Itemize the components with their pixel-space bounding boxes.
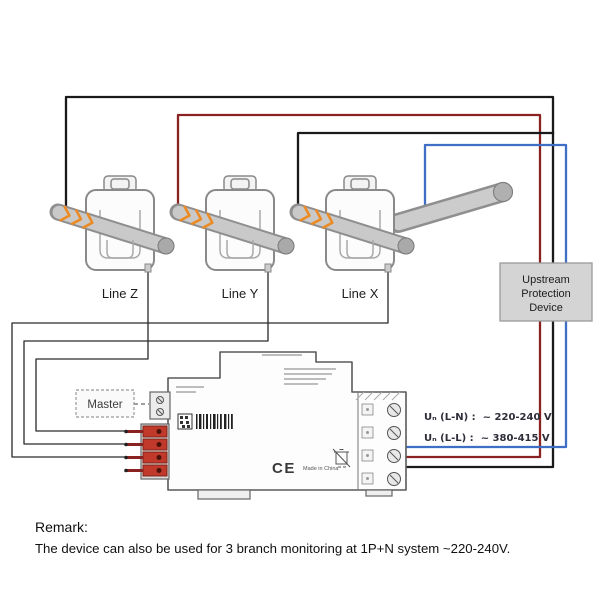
ct-pigtail-connector [264,263,272,273]
ct-label-line-x: Line X [342,286,379,301]
ct-terminal [142,425,168,438]
ct-front-slot [346,240,374,259]
master-label: Master [87,399,122,411]
secondary-wire-line-z [35,268,149,432]
ct-clamp-tab-inner [230,178,250,190]
voltage-terminal-block [361,403,401,486]
din-rail-clip [197,489,251,500]
ct-wire-stub-tips [124,429,128,473]
primary-wires [64,95,568,469]
voltage-annotations: Uₙ (L-N) :~ 220-240 V Uₙ (L-L) :~ 380-41… [420,409,552,444]
remark-text: The device can also be used for 3 branch… [35,541,510,556]
current-direction-arrows-icon [299,205,334,229]
current-direction-arrows-icon [179,205,214,229]
remark-title: Remark: [35,519,88,535]
weee-bin-icon [332,448,351,468]
made-in-china-label: Made in China [303,466,339,472]
ct-cable-cut-end [157,237,175,255]
wire-neutral-blue [404,143,568,449]
wire-phase-red [176,113,542,459]
voltage-label-bg [420,409,538,423]
upstream-protection-device: Upstream Protection Device [499,262,593,322]
ct-label-line-z: Line Z [102,286,138,301]
remark-block: Remark: The device can also be used for … [35,519,510,556]
wire-phase-black [64,95,555,469]
busbar-rod [388,181,514,233]
current-direction-arrows-icon [59,205,94,229]
ct-label-line-y: Line Y [222,286,259,301]
ct-secondary-wires [11,268,389,458]
ct-clamp-tab-inner [350,178,370,190]
ct-cable-cut-end [277,237,295,255]
ct-terminal [142,451,168,464]
rs485-block [149,391,171,420]
ct-line-z [49,175,175,273]
upstream-device-label-line-1: Upstream [522,274,570,286]
spec-text-smudges [176,354,336,393]
upstream-device-box [499,262,593,322]
ct-pigtail-connector [144,263,152,273]
ct-cable-cut-end [397,237,415,255]
voltage-label-ll: Uₙ (L-L) :~ 380-415 V [424,433,550,444]
master-module: Master [75,389,149,418]
upstream-device-label-line-2: Protection [521,288,571,300]
terminal-pad-dots [366,408,369,480]
voltage-label-bg [420,430,538,444]
rod-surface [391,184,510,231]
ct-pigtail-connector [384,263,392,273]
upstream-device-label-line-3: Device [529,302,563,314]
secondary-wire-line-x [11,268,389,458]
master-box [75,389,135,418]
ct-line-x [289,175,415,273]
ct-cable [52,205,172,253]
barcode-icon [196,414,233,429]
ct-front-slot [106,240,134,259]
voltage-label-ln: Uₙ (L-N) :~ 220-240 V [424,412,552,423]
ct-cable [172,205,292,253]
ct-wire-stubs [126,430,143,472]
terminal-hatch [355,391,401,401]
energy-meter: CE Made in China [124,351,407,500]
ct-terminal-screws [156,429,162,473]
rod-cut-end [492,181,514,203]
ct-terminal-block [124,423,170,480]
ce-mark: CE [272,460,296,477]
wire-phase-black-2 [296,131,555,215]
ct-line-y [169,175,295,273]
ct-front-slot [226,240,254,259]
ct-cable [292,205,412,253]
datamatrix-code-icon [177,413,193,430]
secondary-wire-line-y [23,268,269,445]
ct-clamp-tab-inner [110,178,130,190]
ct-terminal [142,464,168,477]
ct-terminal [142,438,168,451]
mounting-foot [365,489,393,497]
rs485-connector [149,391,171,420]
